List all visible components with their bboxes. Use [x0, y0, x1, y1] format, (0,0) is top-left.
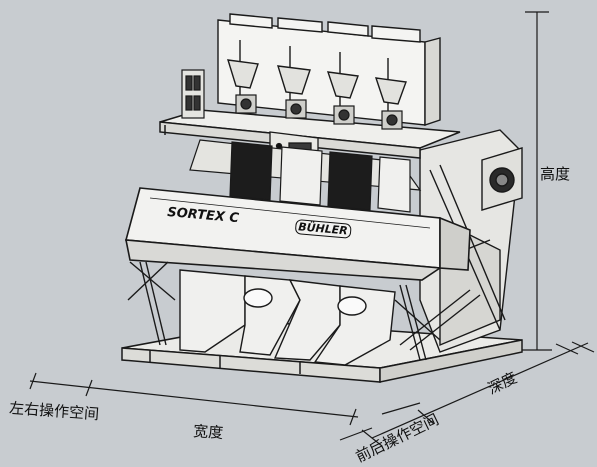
fan-housing [481, 147, 523, 211]
width-dimension-line [29, 372, 359, 426]
height-dimension-line [522, 11, 552, 351]
side-frame-left [127, 261, 441, 361]
reject-hoppers [179, 269, 396, 366]
chute-channels [189, 139, 422, 213]
main-cabinet [124, 187, 471, 281]
hopper-assembly [217, 13, 441, 126]
feeder-units [235, 94, 403, 130]
front-back-dimension-line [339, 402, 421, 441]
depth-dimension-line [361, 341, 595, 447]
width-label: 宽度 [192, 421, 224, 443]
height-label: 高度 [540, 165, 571, 183]
electrical-box-left [181, 69, 205, 119]
